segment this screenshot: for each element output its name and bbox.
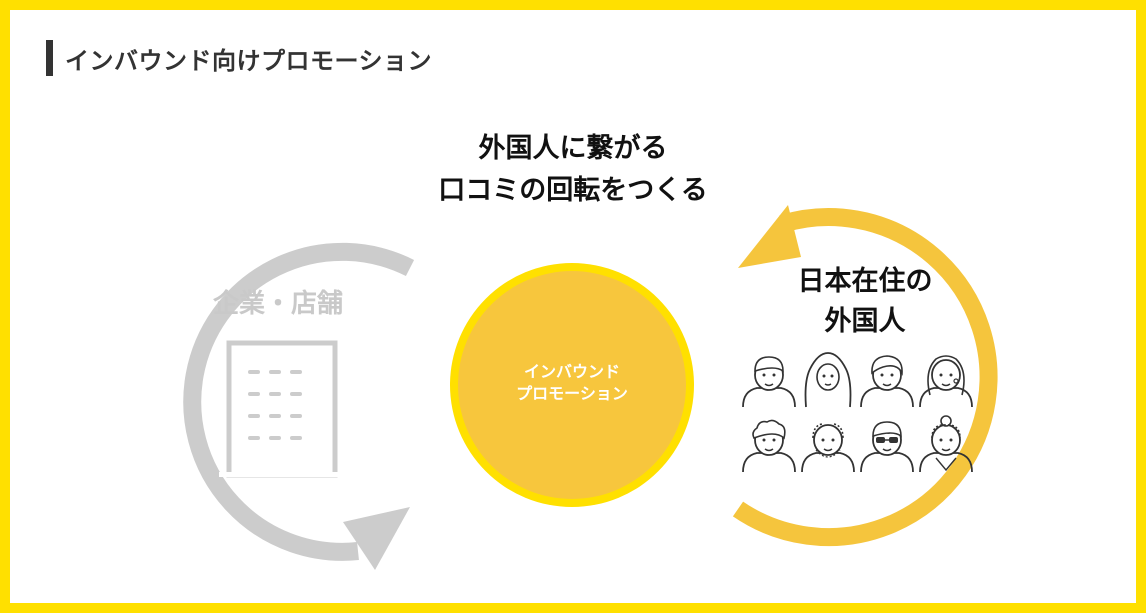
woman-hijab-icon — [804, 352, 852, 408]
center-label-line-1: インバウンド — [523, 362, 620, 381]
foreign-residents-label: 日本在住の 外国人 — [765, 262, 965, 342]
section-title: インバウンド向けプロモーション — [46, 40, 432, 76]
headline: 外国人に繋がる 口コミの回転をつくる — [373, 128, 773, 212]
elderly-man-icon — [801, 423, 855, 473]
elderly-woman-icon — [919, 415, 973, 473]
section-title-text: インバウンド向けプロモーション — [65, 46, 433, 75]
foreign-residents-line-2: 外国人 — [824, 306, 906, 337]
center-circle-label: インバウンド プロモーション — [490, 361, 654, 405]
company-store-label: 企業・店舗 — [212, 289, 343, 319]
woman-long-hair-icon — [919, 355, 973, 408]
man-icon — [860, 355, 914, 408]
sunglasses-man-icon — [860, 421, 914, 473]
title-accent-bar — [46, 40, 53, 76]
right-cycle-arrow — [732, 205, 998, 547]
man-icon — [742, 356, 796, 408]
headline-line-2: 口コミの回転をつくる — [438, 175, 708, 206]
left-cycle-arrow — [183, 242, 415, 570]
center-label-line-2: プロモーション — [516, 384, 628, 403]
curly-hair-man-icon — [742, 419, 796, 473]
foreign-residents-line-1: 日本在住の — [797, 266, 933, 297]
center-circle — [450, 263, 694, 507]
building-icon — [219, 340, 345, 478]
headline-line-1: 外国人に繋がる — [478, 133, 668, 164]
